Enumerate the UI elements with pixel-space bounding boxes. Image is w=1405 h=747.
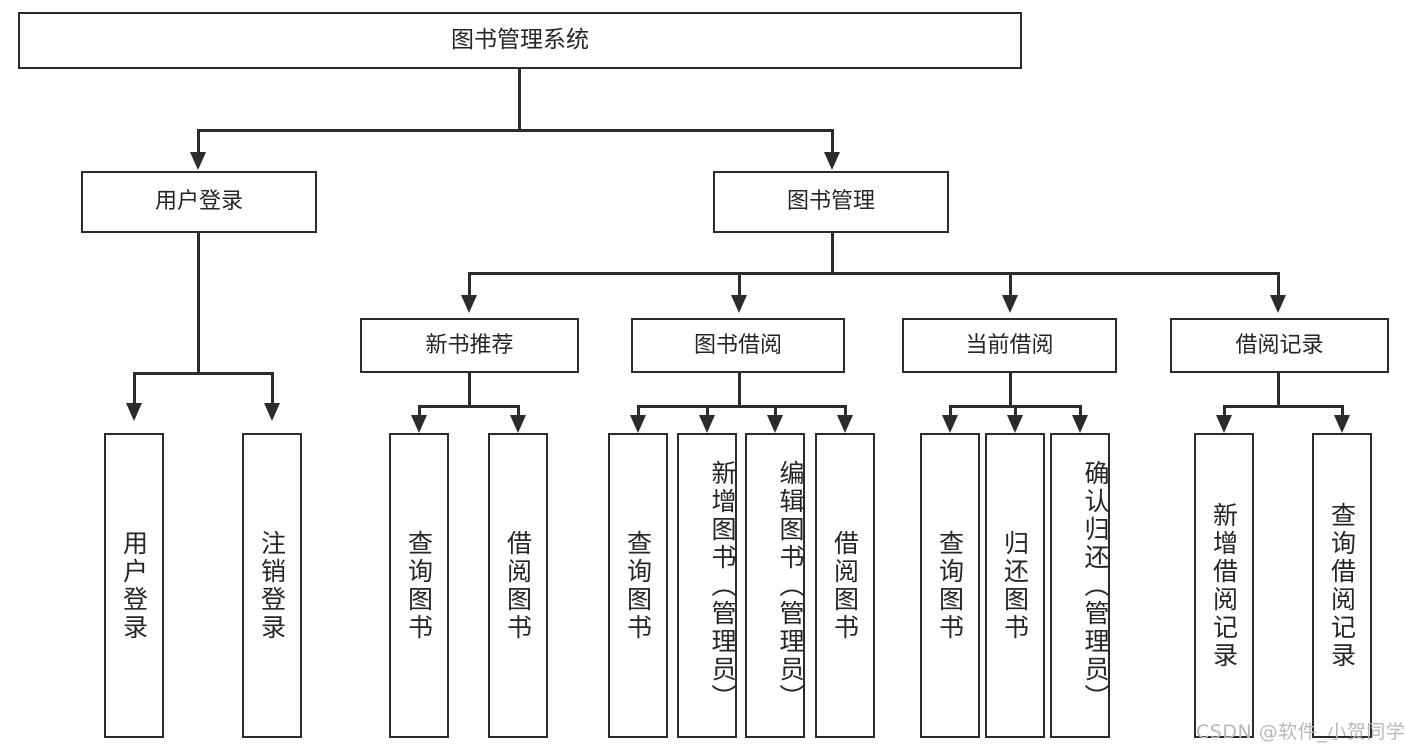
connector-book-management-bus	[468, 272, 1280, 275]
leaf-label: 注销登录	[257, 529, 287, 642]
node-label: 新书推荐	[425, 332, 514, 358]
node-book-borrow[interactable]: 图书借阅	[631, 318, 845, 373]
leaf-label: 查询图书	[935, 529, 965, 642]
node-borrow-record[interactable]: 借阅记录	[1170, 318, 1389, 373]
leaf-new-book-query[interactable]: 查询图书	[389, 433, 449, 738]
csdn-watermark: CSDN @软件_小贺同学	[1196, 721, 1405, 743]
connector-root-to-book-management	[831, 129, 834, 155]
leaf-current-borrow-query[interactable]: 查询图书	[920, 433, 980, 738]
arrow-bm-to-borrow-record	[1270, 295, 1286, 313]
connector-current-borrow-stem	[1009, 373, 1012, 405]
leaf-new-book-borrow[interactable]: 借阅图书	[488, 433, 548, 738]
connector-new-book-stem	[468, 373, 471, 405]
leaf-user-login-login[interactable]: 用户登录	[104, 433, 164, 738]
arrow-current-borrow-child-1	[942, 415, 958, 433]
arrow-bm-to-book-borrow	[731, 295, 747, 313]
connector-bm-to-current-borrow	[1009, 272, 1012, 298]
leaf-user-login-logout[interactable]: 注销登录	[242, 433, 302, 738]
connector-current-borrow-child-1	[949, 405, 952, 423]
leaf-label: 查询借阅记录	[1327, 501, 1357, 670]
leaf-book-borrow-edit[interactable]: 编辑图书（管理员）	[745, 433, 805, 738]
arrow-borrow-record-child-2	[1334, 415, 1350, 433]
node-label: 当前借阅	[965, 332, 1054, 358]
arrow-bm-to-new-book	[461, 295, 477, 313]
leaf-label: 查询图书	[623, 529, 653, 642]
arrow-root-to-book-management	[824, 152, 840, 170]
connector-book-borrow-bus	[637, 405, 847, 408]
node-book-management[interactable]: 图书管理	[713, 171, 949, 233]
arrow-new-book-child-1	[411, 415, 427, 433]
leaf-label: 查询图书	[404, 529, 434, 642]
connector-user-login-child-1	[133, 372, 136, 406]
connector-book-borrow-child-3	[774, 405, 777, 423]
connector-book-management-stem	[831, 233, 834, 272]
connector-book-borrow-child-4	[844, 405, 847, 423]
connector-book-borrow-stem	[738, 373, 741, 405]
connector-root-bus	[197, 129, 834, 132]
connector-new-book-child-2	[517, 405, 520, 423]
node-user-login[interactable]: 用户登录	[81, 171, 317, 233]
connector-book-borrow-child-2	[706, 405, 709, 423]
node-current-borrow[interactable]: 当前借阅	[902, 318, 1117, 373]
leaf-label: 新增借阅记录	[1209, 501, 1239, 670]
connector-user-login-child-2	[271, 372, 274, 406]
connector-new-book-child-1	[418, 405, 421, 423]
arrow-book-borrow-child-4	[837, 415, 853, 433]
connector-bm-to-borrow-record	[1277, 272, 1280, 298]
arrow-borrow-record-child-1	[1216, 415, 1232, 433]
connector-borrow-record-child-2	[1341, 405, 1344, 423]
arrow-book-borrow-child-1	[630, 415, 646, 433]
connector-current-borrow-child-2	[1014, 405, 1017, 423]
node-new-book-recommend[interactable]: 新书推荐	[360, 318, 579, 373]
leaf-current-borrow-confirm-return[interactable]: 确认归还（管理员）	[1050, 433, 1110, 738]
connector-new-book-bus	[418, 405, 520, 408]
leaf-borrow-record-add[interactable]: 新增借阅记录	[1194, 433, 1254, 738]
leaf-book-borrow-add[interactable]: 新增图书（管理员）	[677, 433, 737, 738]
leaf-label: 归还图书	[1000, 529, 1030, 642]
leaf-label: 借阅图书	[830, 529, 860, 642]
arrow-new-book-child-2	[510, 415, 526, 433]
leaf-label: 确认归还（管理员）	[1081, 459, 1110, 712]
arrow-book-borrow-child-2	[699, 415, 715, 433]
node-label: 用户登录	[154, 189, 243, 215]
connector-root-stem	[518, 69, 521, 129]
arrow-current-borrow-child-2	[1007, 415, 1023, 433]
arrow-user-login-child-2	[264, 403, 280, 421]
arrow-root-to-user-login	[190, 152, 206, 170]
leaf-current-borrow-return[interactable]: 归还图书	[985, 433, 1045, 738]
connector-borrow-record-stem	[1277, 373, 1280, 405]
leaf-label: 新增图书（管理员）	[708, 459, 737, 712]
node-label: 图书管理系统	[451, 27, 589, 54]
connector-user-login-bus	[133, 372, 274, 375]
leaf-borrow-record-query[interactable]: 查询借阅记录	[1312, 433, 1372, 738]
leaf-label: 编辑图书（管理员）	[776, 459, 805, 712]
connector-user-login-stem	[197, 233, 200, 372]
node-root-book-management-system[interactable]: 图书管理系统	[18, 12, 1022, 69]
leaf-book-borrow-query[interactable]: 查询图书	[608, 433, 668, 738]
node-label: 图书管理	[786, 189, 875, 215]
arrow-user-login-child-1	[126, 403, 142, 421]
arrow-current-borrow-child-3	[1072, 415, 1088, 433]
leaf-book-borrow-borrow[interactable]: 借阅图书	[815, 433, 875, 738]
connector-current-borrow-child-3	[1079, 405, 1082, 423]
leaf-label: 借阅图书	[503, 529, 533, 642]
connector-root-to-user-login	[197, 129, 200, 155]
node-label: 借阅记录	[1235, 332, 1324, 358]
connector-bm-to-book-borrow	[738, 272, 741, 298]
connector-borrow-record-child-1	[1223, 405, 1226, 423]
arrow-bm-to-current-borrow	[1002, 295, 1018, 313]
connector-borrow-record-bus	[1223, 405, 1343, 408]
arrow-book-borrow-child-3	[767, 415, 783, 433]
leaf-label: 用户登录	[119, 529, 149, 642]
connector-bm-to-new-book	[468, 272, 471, 298]
connector-book-borrow-child-1	[637, 405, 640, 423]
node-label: 图书借阅	[693, 332, 782, 358]
